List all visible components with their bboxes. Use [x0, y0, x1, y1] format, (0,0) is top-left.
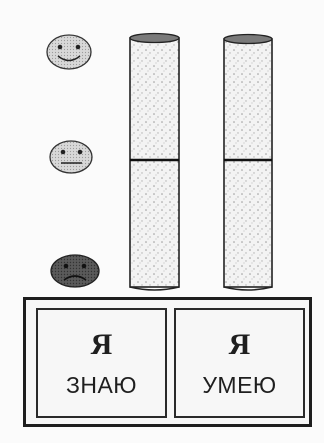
i-can-pronoun: Я	[228, 328, 251, 361]
i-can-label: УМЕЮ	[202, 372, 277, 398]
happy-face-icon	[46, 34, 92, 70]
know-column	[129, 32, 180, 291]
neutral-face-icon	[49, 140, 93, 174]
sad-face-icon	[50, 254, 100, 288]
i-know-card[interactable]: Я ЗНАЮ	[36, 308, 167, 418]
i-know-label: ЗНАЮ	[65, 372, 138, 398]
i-can-card[interactable]: Я УМЕЮ	[174, 308, 305, 418]
can-column	[223, 33, 273, 291]
i-know-pronoun: Я	[90, 328, 113, 361]
statement-cards: Я ЗНАЮ Я УМЕЮ	[23, 297, 312, 427]
